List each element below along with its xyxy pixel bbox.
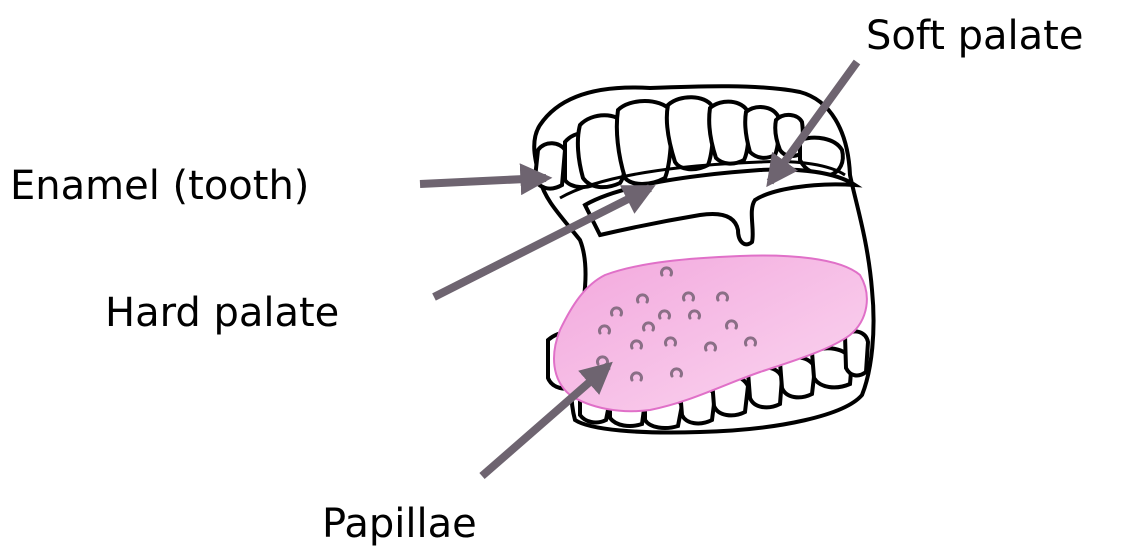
arrow-enamel <box>420 178 546 184</box>
label-papillae: Papillae <box>322 504 477 544</box>
label-enamel: Enamel (tooth) <box>10 166 309 206</box>
label-soft-palate: Soft palate <box>866 16 1083 56</box>
label-hard-palate: Hard palate <box>105 293 339 333</box>
